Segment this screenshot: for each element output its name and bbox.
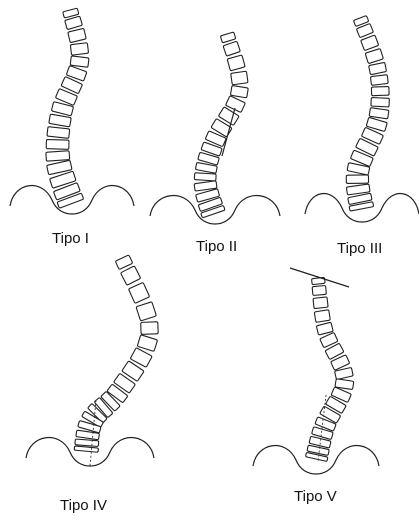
vertebra — [68, 28, 86, 42]
vertebra — [313, 297, 328, 309]
vertebra — [231, 71, 248, 85]
vertebra — [371, 86, 389, 95]
vertebra — [115, 255, 132, 270]
label-tipo-ii: Tipo II — [196, 238, 237, 255]
spine-tipo-iii — [346, 16, 389, 212]
spine-tipo-i — [46, 8, 89, 208]
vertebra — [361, 35, 379, 51]
vertebra — [371, 97, 390, 107]
vertebra — [369, 108, 389, 119]
vertebra — [46, 151, 70, 161]
spine-tipo-iv — [74, 255, 158, 452]
label-tipo-i: Tipo I — [52, 230, 89, 247]
panel-tipo-ii — [150, 32, 280, 224]
vertebra — [65, 16, 83, 30]
vertebra — [121, 266, 141, 286]
vertebra — [312, 285, 326, 295]
vertebra — [230, 85, 248, 97]
label-tipo-iv: Tipo IV — [60, 497, 107, 514]
vertebra — [70, 56, 89, 67]
panel-tipo-iv — [26, 255, 158, 466]
spine-tipo-v — [305, 277, 353, 461]
vertebra — [137, 335, 157, 352]
vertebra — [141, 322, 159, 335]
panel-tipo-v — [253, 268, 379, 474]
vertebra — [223, 41, 240, 56]
vertebra — [220, 32, 235, 43]
vertebra — [128, 282, 149, 303]
vertebra — [136, 302, 156, 321]
vertebra — [46, 139, 69, 149]
panel-tipo-iii — [305, 16, 419, 222]
vertebra — [74, 446, 98, 452]
vertebra — [370, 75, 388, 86]
vertebra — [365, 48, 383, 63]
vertebra — [369, 62, 387, 74]
vertebra — [70, 43, 88, 55]
panel-tipo-i — [10, 8, 134, 214]
vertebra — [316, 322, 333, 335]
vertebra — [346, 175, 368, 183]
vertebra — [194, 173, 216, 181]
vertebra — [227, 55, 245, 71]
label-tipo-v: Tipo V — [294, 488, 337, 505]
vertebra — [346, 184, 370, 195]
spine-tipo-ii — [194, 32, 248, 218]
vertebra — [47, 127, 70, 139]
label-tipo-iii: Tipo III — [337, 240, 382, 257]
vertebra — [75, 439, 99, 446]
vertebra — [49, 114, 71, 127]
vertebra — [314, 310, 330, 323]
